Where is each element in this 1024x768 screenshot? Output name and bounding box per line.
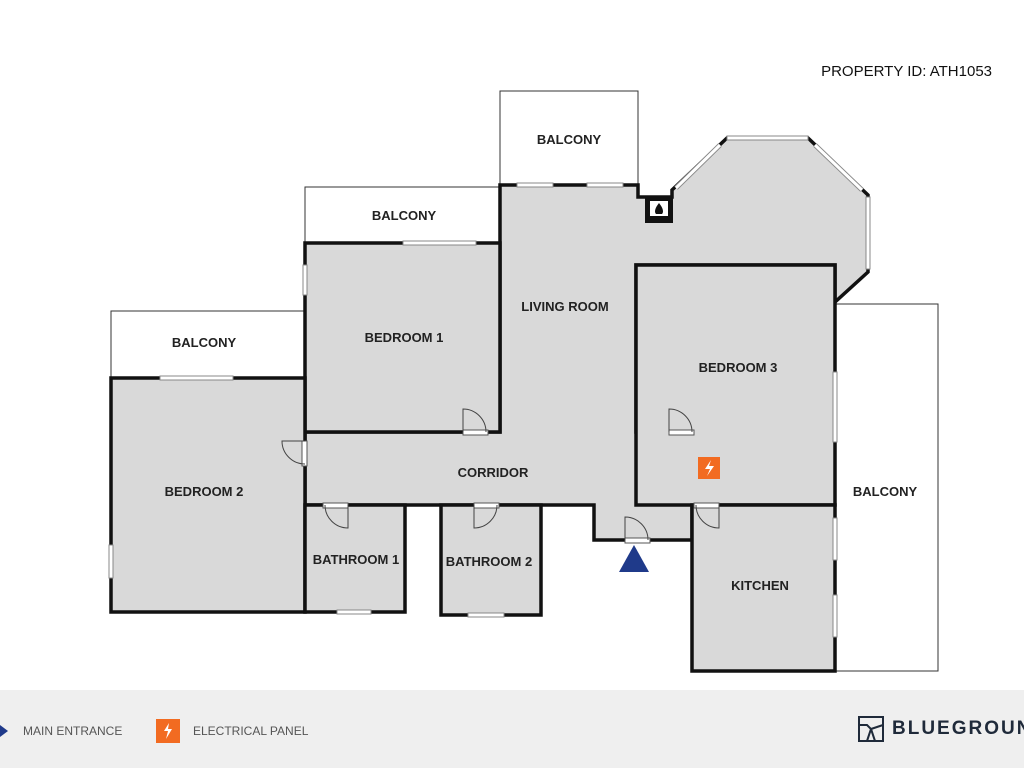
main-entrance-icon xyxy=(619,545,649,572)
property-id: PROPERTY ID: ATH1053 xyxy=(821,63,992,80)
label-corridor: CORRIDOR xyxy=(458,465,529,480)
legend-bar: MAIN ENTRANCE ELECTRICAL PANEL BLUEGROUN… xyxy=(0,690,1024,768)
bedroom-3 xyxy=(634,263,837,507)
fireplace-icon xyxy=(645,197,673,223)
doors xyxy=(281,408,720,544)
electrical-panel-icon xyxy=(698,457,720,479)
label-living-room: LIVING ROOM xyxy=(521,299,608,314)
kitchen xyxy=(690,503,837,673)
label-balcony-bedroom2: BALCONY xyxy=(172,335,237,350)
bedroom-2 xyxy=(109,376,307,614)
main-entrance-legend-icon xyxy=(0,725,8,737)
living-opening-2 xyxy=(502,432,542,434)
bedroom-1 xyxy=(303,241,502,434)
label-bedroom1: BEDROOM 1 xyxy=(365,330,444,345)
label-bathroom1: BATHROOM 1 xyxy=(313,552,399,567)
electrical-panel-legend-icon xyxy=(156,719,180,743)
windows xyxy=(108,135,871,638)
legend-main-entrance: MAIN ENTRANCE xyxy=(23,724,123,738)
balcony-top xyxy=(499,90,639,186)
label-kitchen: KITCHEN xyxy=(731,578,789,593)
label-bathroom2: BATHROOM 2 xyxy=(446,554,532,569)
blueground-logo-icon xyxy=(858,716,884,742)
label-balcony-bedroom1: BALCONY xyxy=(372,208,437,223)
floor-plan: BALCONY BALCONY BALCONY BALCONY LIVING R… xyxy=(108,90,939,673)
label-balcony-right: BALCONY xyxy=(853,484,918,499)
brand-name: BLUEGROUND xyxy=(892,718,1024,739)
label-bedroom2: BEDROOM 2 xyxy=(165,484,244,499)
living-opening xyxy=(545,429,634,435)
balcony-right xyxy=(834,303,939,672)
legend-electrical-panel: ELECTRICAL PANEL xyxy=(193,724,309,738)
label-balcony-top: BALCONY xyxy=(537,132,602,147)
brand-logo: BLUEGROUND xyxy=(858,716,1024,742)
bathroom-1 xyxy=(303,503,407,614)
label-bedroom3: BEDROOM 3 xyxy=(699,360,778,375)
